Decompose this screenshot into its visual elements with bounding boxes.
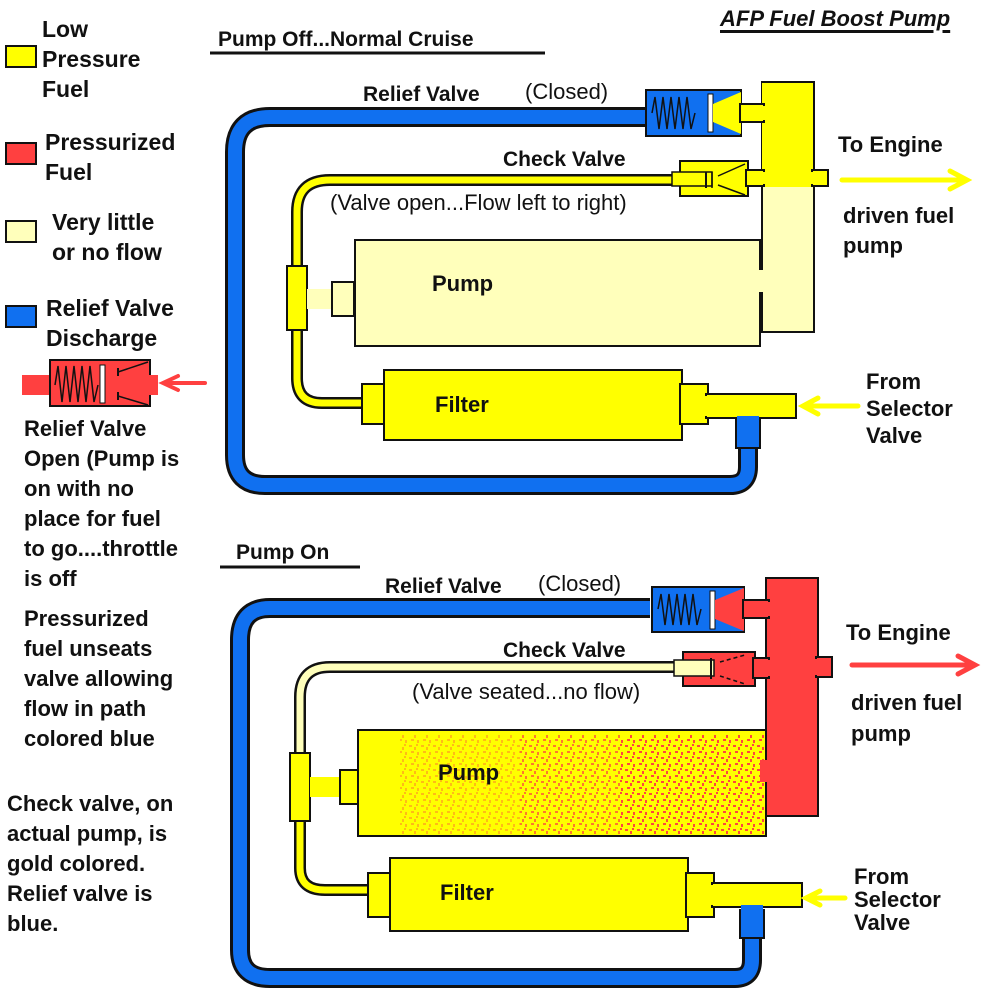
note-pressurized-unseats: Pressurized fuel unseats valve allowing … [24, 606, 174, 751]
legend-swatch-pressurized [5, 142, 37, 165]
diagram-pump-on [220, 565, 981, 988]
inlet-label: From Selector Valve [854, 864, 941, 935]
page-title: AFP Fuel Boost Pump [720, 6, 950, 32]
relief-valve-open-icon [22, 359, 207, 407]
check-valve-state: (Valve seated...no flow) [412, 679, 641, 704]
legend-swatch-no-flow [5, 220, 37, 243]
arrow-right-icon [849, 653, 981, 677]
outlet-sublabel: driven fuel pump [843, 203, 955, 258]
note-relief-open: Relief Valve Open (Pump is on with no pl… [24, 416, 180, 591]
legend-label-no-flow: Very little or no flow [52, 209, 162, 265]
arrow-right-icon [839, 168, 973, 192]
relief-valve-label: Relief Valve [385, 575, 502, 598]
check-valve-label: Check Valve [503, 148, 626, 171]
legend-swatches [5, 45, 37, 328]
filter-label: Filter [435, 392, 489, 417]
outlet-sublabel: driven fuel pump [851, 690, 963, 746]
page-title-text: AFP Fuel Boost Pump [720, 6, 951, 31]
outlet-label: To Engine [846, 620, 951, 645]
relief-valve-state: (Closed) [538, 571, 622, 596]
inlet-label: From Selector Valve [866, 369, 953, 448]
arrow-left-icon [158, 374, 207, 392]
pump-label: Pump [432, 271, 494, 296]
check-valve-label: Check Valve [503, 639, 626, 662]
legend-swatch-relief-discharge [5, 305, 37, 328]
note-check-valve: Check valve, on actual pump, is gold col… [7, 791, 174, 936]
legend-swatch-low-pressure [5, 45, 37, 68]
outlet-label: To Engine [838, 132, 943, 157]
arrow-left-icon [797, 395, 861, 417]
diagram-pump-off [210, 51, 973, 495]
legend-label-pressurized: Pressurized Fuel [45, 129, 176, 185]
relief-valve-label: Relief Valve [363, 83, 480, 106]
filter-label: Filter [440, 880, 494, 905]
filter-body [383, 369, 683, 441]
relief-valve-state: (Closed) [525, 79, 609, 104]
check-valve-state: (Valve open...Flow left to right) [330, 190, 627, 215]
legend-label-relief-discharge: Relief Valve Discharge [46, 295, 174, 351]
legend-label-low-pressure: Low Pressure Fuel [42, 16, 141, 102]
pump-body [354, 239, 761, 347]
heading-pump-off: Pump Off...Normal Cruise [218, 28, 474, 51]
heading-pump-on: Pump On [236, 541, 330, 564]
filter-body [389, 857, 689, 932]
pump-label: Pump [438, 760, 500, 785]
arrow-left-icon [800, 888, 848, 908]
